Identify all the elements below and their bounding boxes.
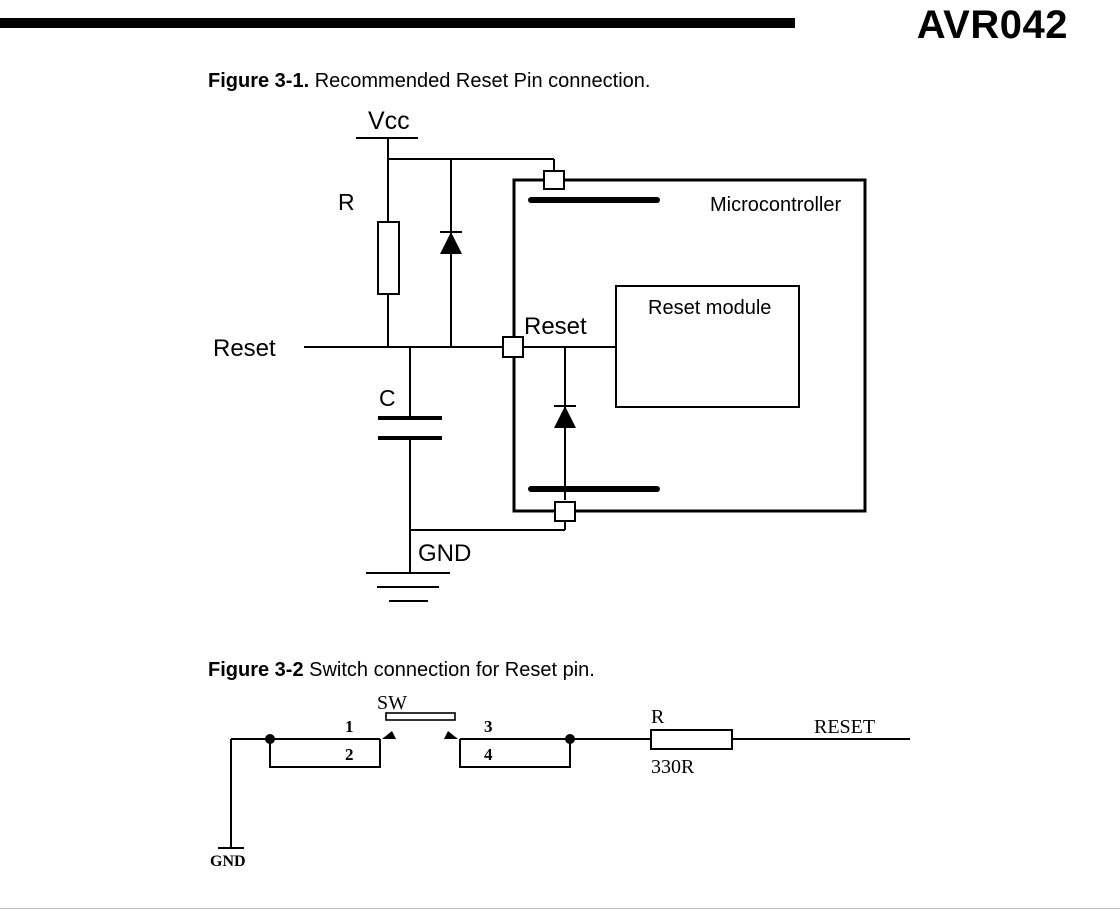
- figure-3-1-caption: Figure 3-1. Recommended Reset Pin connec…: [208, 70, 650, 93]
- figure-3-1-caption-text: Recommended Reset Pin connection.: [309, 70, 651, 92]
- reset-module-box: [615, 285, 800, 408]
- gnd-label: GND: [418, 540, 471, 567]
- vcc-pin: [543, 170, 565, 190]
- microcontroller-box: [512, 178, 867, 513]
- figure-3-1-number: Figure 3-1.: [208, 70, 310, 92]
- figure-3-2-caption: Figure 3-2 Switch connection for Reset p…: [208, 659, 595, 682]
- internal-vcc-rail: [528, 197, 660, 203]
- reset-external-label: Reset: [213, 335, 276, 362]
- document-title: AVR042: [916, 3, 1068, 47]
- capacitor-plate-bottom: [378, 436, 442, 440]
- reset-pin-label: Reset: [524, 313, 587, 340]
- ext-diode-triangle: [440, 232, 462, 254]
- footer-rule: [0, 908, 1120, 909]
- capacitor-label: C: [379, 385, 396, 411]
- header-rule: [0, 18, 795, 28]
- gnd-pin: [554, 501, 576, 522]
- reset-pin: [502, 336, 524, 358]
- resistor-r: [377, 221, 400, 295]
- microcontroller-label: Microcontroller: [710, 194, 841, 216]
- int-diode-triangle: [554, 406, 576, 428]
- capacitor-plate-top: [378, 416, 442, 420]
- figure-3-2-caption-text: Switch connection for Reset pin.: [303, 659, 595, 681]
- reset-module-label: Reset module: [648, 297, 771, 319]
- internal-gnd-rail: [528, 486, 660, 492]
- vcc-label: Vcc: [368, 107, 410, 135]
- resistor-label: R: [338, 189, 355, 215]
- figure-3-2-number: Figure 3-2: [208, 659, 304, 681]
